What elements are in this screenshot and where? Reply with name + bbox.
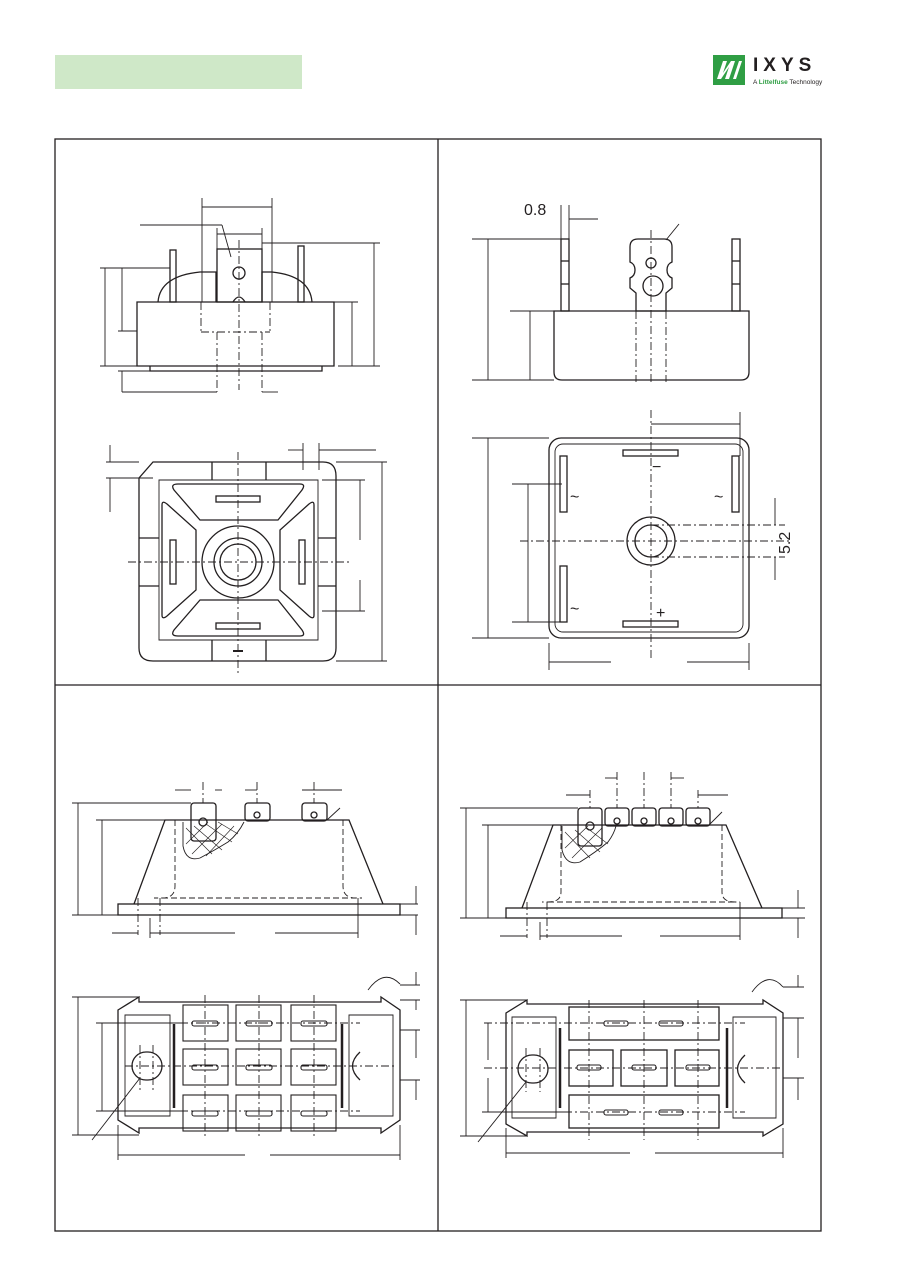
minus-terminal-label: − [652, 459, 661, 476]
header-title-box [55, 55, 302, 89]
plus-terminal-label: + [656, 605, 665, 622]
tl-bottom-view [106, 443, 387, 675]
lead-thickness-label: 0.8 [524, 202, 546, 219]
br-top-view [460, 975, 804, 1158]
logo-wordmark: IXYS [753, 55, 817, 76]
ac-terminal-label-2: ~ [714, 489, 723, 506]
br-side-view [460, 772, 805, 940]
logo-tagline: A Littelfuse Technology [753, 79, 823, 86]
bl-top-view [72, 972, 420, 1160]
tr-top-view: + − ~ ~ ~ 5.2 [472, 410, 794, 670]
tr-side-view: 0.8 [472, 202, 750, 382]
tl-side-view [100, 198, 380, 393]
ac-terminal-label-3: ~ [570, 601, 579, 618]
hole-offset-label: 5.2 [777, 532, 794, 554]
ixys-logo: IXYS A Littelfuse Technology [713, 55, 825, 89]
ixys-logo-icon [713, 55, 745, 85]
panel-frame [54, 138, 822, 1232]
bl-side-view [72, 782, 418, 938]
ac-terminal-label-1: ~ [570, 489, 579, 506]
